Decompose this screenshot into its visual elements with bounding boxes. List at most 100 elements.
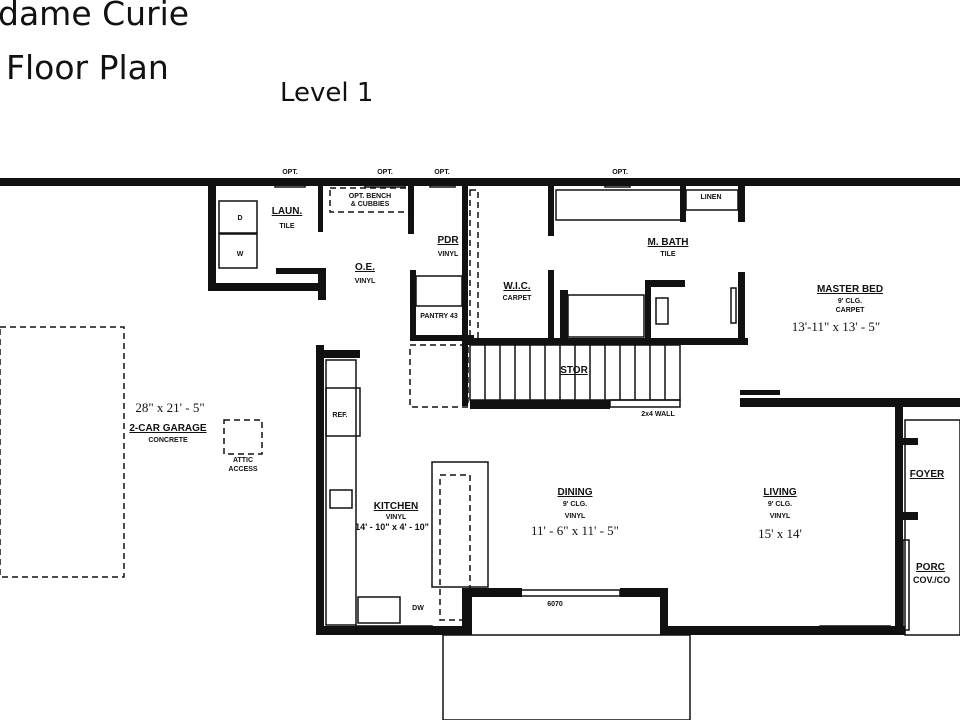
plan-line	[410, 335, 474, 341]
plan-line	[645, 280, 685, 287]
plan-line	[462, 186, 468, 406]
plan-line	[357, 596, 401, 624]
dining-dimensions: 11' - 6" x 11' - 5"	[531, 523, 619, 538]
porch-label: PORC	[916, 562, 945, 573]
plan-line	[548, 186, 554, 236]
plan-line	[325, 359, 357, 626]
pdr-floor: VINYL	[438, 251, 459, 258]
washer-label: W	[237, 251, 244, 258]
plan-line	[895, 407, 903, 635]
oe-floor: VINYL	[355, 278, 376, 285]
bench-label: OPT. BENCH	[349, 193, 391, 200]
plan-line	[276, 268, 324, 274]
master-bath-label: M. BATH	[648, 237, 689, 248]
living-ceiling: 9' CLG.	[768, 501, 792, 508]
plan-line	[218, 200, 258, 234]
plan-line	[355, 625, 433, 635]
master-bed-floor: CARPET	[836, 307, 866, 314]
wall-label: 2x4 WALL	[641, 411, 675, 418]
plan-line	[738, 272, 745, 344]
plan-line	[469, 189, 479, 341]
plan-line	[519, 589, 621, 597]
plan-line	[324, 350, 360, 358]
attic-label: ATTIC	[233, 457, 253, 464]
plan-line	[325, 387, 361, 437]
laundry-floor: TILE	[279, 223, 294, 230]
garage-dimensions: 28" x 21' - 5"	[135, 400, 204, 415]
plan-line	[0, 178, 960, 186]
plan-line	[470, 400, 610, 409]
plan-line	[409, 344, 469, 408]
plan-line	[208, 186, 216, 290]
wic-label: W.I.C.	[503, 281, 530, 292]
plan-line	[223, 419, 263, 455]
plan-line	[665, 626, 905, 635]
plan-line	[730, 287, 737, 324]
plan-line	[819, 625, 891, 635]
master-bed-label: MASTER BED	[817, 284, 883, 295]
plan-line	[660, 588, 668, 635]
plan-line	[410, 270, 416, 340]
level-label: Level 1	[280, 78, 374, 108]
plan-subtitle: Floor Plan	[6, 48, 169, 87]
plan-line	[274, 181, 306, 188]
master-bath-floor: TILE	[660, 251, 675, 258]
plan-line	[408, 186, 414, 234]
plan-line	[318, 268, 326, 300]
plan-line	[415, 275, 463, 307]
plan-line	[655, 297, 669, 325]
pdr-label: PDR	[437, 235, 459, 246]
dining-ceiling: 9' CLG.	[563, 501, 587, 508]
plan-line	[903, 512, 918, 520]
door-label: 6070	[547, 601, 563, 608]
kitchen-label: KITCHEN	[374, 501, 418, 512]
attic-label-2: ACCESS	[228, 466, 258, 473]
opt-label: OPT.	[612, 169, 628, 176]
porch-floor: COV./CO	[913, 575, 950, 585]
plan-line	[316, 345, 324, 635]
plan-line	[902, 539, 910, 631]
kitchen-floor: VINYL	[386, 514, 407, 521]
room-labels: OPT. OPT. OPT. OPT. OPT. BENCH & CUBBIES…	[129, 169, 950, 612]
fixtures	[0, 181, 960, 720]
plan-line	[903, 438, 918, 445]
plan-line	[462, 588, 522, 597]
opt-label: OPT.	[434, 169, 450, 176]
kitchen-dimensions: 14' - 10" x 4' - 10"	[355, 522, 429, 532]
laundry-label: LAUN.	[272, 206, 303, 217]
plan-line	[439, 474, 471, 621]
stairs	[469, 344, 681, 408]
plan-line	[560, 290, 568, 338]
plan-line	[548, 270, 554, 338]
plan-title: dame Curie	[0, 0, 190, 33]
dryer-label: D	[237, 215, 242, 222]
plan-line	[208, 283, 325, 291]
plan-line	[738, 186, 745, 222]
plan-line	[740, 398, 960, 407]
plan-line	[431, 461, 489, 588]
ref-label: REF.	[332, 412, 347, 419]
master-bed-ceiling: 9' CLG.	[838, 298, 862, 305]
linen-label: LINEN	[701, 194, 722, 201]
plan-line	[484, 345, 666, 400]
plan-line	[429, 181, 456, 188]
plan-line	[645, 280, 651, 340]
plan-line	[218, 233, 258, 269]
living-floor: VINYL	[770, 513, 791, 520]
pantry-label: PANTRY 43	[420, 313, 458, 320]
walls	[0, 178, 960, 635]
plan-line	[318, 186, 323, 232]
dining-label: DINING	[558, 487, 593, 498]
plan-line	[320, 626, 470, 635]
wic-floor: CARPET	[503, 295, 533, 302]
garage-label: 2-CAR GARAGE	[129, 423, 207, 434]
master-bed-dimensions: 13'-11" x 13' - 5"	[792, 319, 880, 334]
plan-line	[740, 390, 780, 395]
plan-line	[680, 186, 686, 222]
plan-line	[685, 189, 739, 211]
plan-line	[604, 181, 631, 188]
dining-floor: VINYL	[565, 513, 586, 520]
dishwasher-label: DW	[412, 605, 424, 612]
living-label: LIVING	[763, 487, 797, 498]
